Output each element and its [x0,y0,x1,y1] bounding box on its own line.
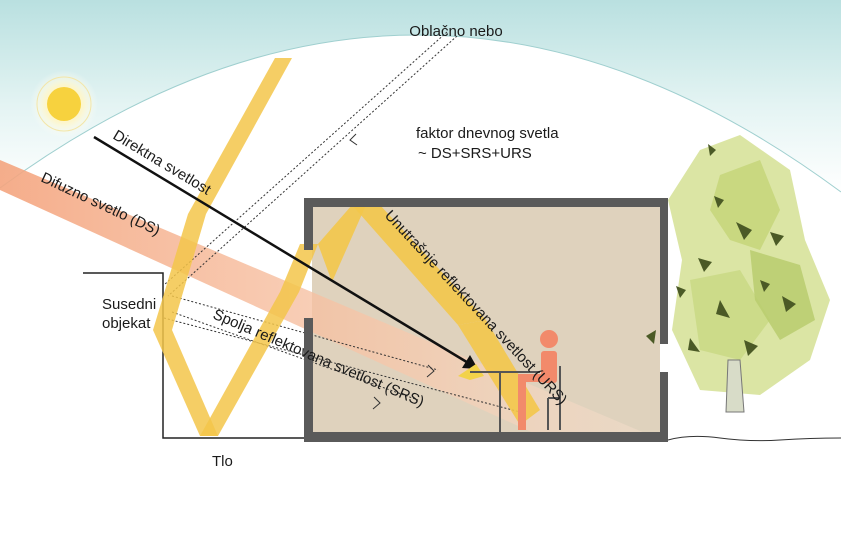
sun-icon [30,70,98,138]
daylight-factor-formula: ~ DS+SRS+URS [418,145,532,162]
sky-reflected-beam [153,58,318,436]
chair [547,366,561,430]
neighbor-building [83,272,305,439]
tree-icon [646,135,830,413]
person-icon [518,330,558,430]
sky-horizon-arc [0,34,841,193]
ground-line [667,435,841,442]
sky-dome [0,0,841,192]
direct-light-ray [93,135,471,366]
direct-light-label: Direktna svetlost [110,127,215,199]
desk [470,371,540,432]
daylight-factor-label: faktor dnevnog svetla [416,125,559,142]
arrow-icon [349,133,435,410]
neighbor-building-label-line1: Susedni [102,296,156,313]
reflected-light-paths [163,31,521,413]
neighbor-building-label-line2: objekat [102,315,151,332]
room-walls [304,198,668,442]
ground-label: Tlo [212,453,233,470]
sky-label: Oblačno nebo [409,23,502,40]
